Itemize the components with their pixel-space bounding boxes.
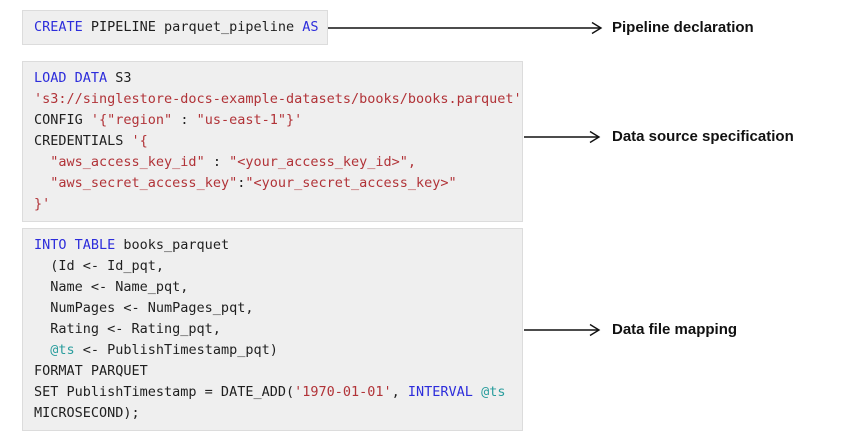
code-segment-str: "aws_secret_access_key" — [50, 175, 238, 191]
code-segment-plain: CONFIG — [34, 112, 91, 128]
code-segment-plain: : — [172, 112, 197, 128]
code-line: Rating <- Rating_pqt, — [34, 319, 511, 340]
code-segment-plain — [34, 342, 50, 358]
code-segment-str: '{ — [131, 133, 148, 149]
code-line: 's3://singlestore-docs-example-datasets/… — [34, 89, 522, 110]
code-segment-str: }' — [34, 196, 51, 212]
code-line: Name <- Name_pqt, — [34, 277, 511, 298]
code-segment-plain — [34, 175, 50, 191]
code-segment-plain: , — [391, 384, 408, 400]
code-line: CONFIG '{"region" : "us-east-1"}' — [34, 110, 511, 131]
code-segment-plain: Name <- Name_pqt, — [34, 279, 189, 295]
code-segment-kw: CREATE — [34, 19, 83, 35]
code-segment-var: @ts — [50, 342, 75, 358]
code-segment-kw: LOAD DATA — [34, 70, 108, 86]
code-segment-plain — [34, 154, 50, 170]
code-block-pipeline-declaration: CREATE PIPELINE parquet_pipeline AS — [22, 10, 328, 45]
code-line: SET PublishTimestamp = DATE_ADD('1970-01… — [34, 382, 511, 403]
code-line: CREATE PIPELINE parquet_pipeline AS — [34, 17, 319, 38]
code-segment-plain: FORMAT PARQUET — [34, 363, 148, 379]
arrow-pipeline-declaration — [328, 21, 603, 35]
code-line: (Id <- Id_pqt, — [34, 256, 511, 277]
code-segment-plain: <- PublishTimestamp_pqt) — [74, 342, 278, 358]
code-segment-str: "<your_access_key_id>", — [229, 154, 417, 170]
code-segment-plain: S3 — [107, 70, 132, 86]
code-line: LOAD DATA S3 — [34, 68, 511, 89]
arrow-data-file-mapping — [524, 323, 601, 337]
code-line: NumPages <- NumPages_pqt, — [34, 298, 511, 319]
arrow-data-source-specification — [524, 130, 601, 144]
code-segment-str: "us-east-1"}' — [196, 112, 303, 128]
code-segment-plain: MICROSECOND); — [34, 405, 140, 421]
code-segment-kw: AS — [302, 19, 319, 35]
code-block-data-source-specification: LOAD DATA S3 's3://singlestore-docs-examp… — [22, 61, 523, 222]
code-segment-plain: books_parquet — [115, 237, 230, 253]
code-segment-plain — [473, 384, 481, 400]
annotation-data-source-specification: Data source specification — [612, 128, 794, 145]
code-segment-var: @ts — [481, 384, 506, 400]
code-line: INTO TABLE books_parquet — [34, 235, 511, 256]
code-line: }' — [34, 194, 511, 215]
code-segment-str: "<your_secret_access_key>" — [245, 175, 457, 191]
code-segment-str: "aws_access_key_id" — [50, 154, 205, 170]
annotation-data-file-mapping: Data file mapping — [612, 321, 738, 338]
annotation-pipeline-declaration: Pipeline declaration — [612, 19, 754, 36]
code-segment-str: '1970-01-01' — [294, 384, 392, 400]
code-segment-plain: PIPELINE parquet_pipeline — [82, 19, 303, 35]
code-segment-plain: CREDENTIALS — [34, 133, 132, 149]
code-block-data-file-mapping: INTO TABLE books_parquet (Id <- Id_pqt, … — [22, 228, 523, 431]
code-segment-kw: INTO TABLE — [34, 237, 116, 253]
code-line: FORMAT PARQUET — [34, 361, 511, 382]
code-line: "aws_secret_access_key":"<your_secret_ac… — [34, 173, 511, 194]
code-line: @ts <- PublishTimestamp_pqt) — [34, 340, 511, 361]
code-segment-kw: INTERVAL — [407, 384, 473, 400]
code-line: "aws_access_key_id" : "<your_access_key_… — [34, 152, 511, 173]
code-line: CREDENTIALS '{ — [34, 131, 511, 152]
code-segment-plain: SET PublishTimestamp = DATE_ADD( — [34, 384, 295, 400]
code-segment-plain: NumPages <- NumPages_pqt, — [34, 300, 254, 316]
code-segment-str: 's3://singlestore-docs-example-datasets/… — [34, 91, 522, 107]
code-segment-str: '{"region" — [90, 112, 173, 128]
code-segment-plain: : — [237, 175, 246, 191]
code-segment-plain: Rating <- Rating_pqt, — [34, 321, 221, 337]
code-line: MICROSECOND); — [34, 403, 511, 424]
code-segment-plain: (Id <- Id_pqt, — [34, 258, 165, 274]
code-segment-plain: : — [204, 154, 230, 170]
